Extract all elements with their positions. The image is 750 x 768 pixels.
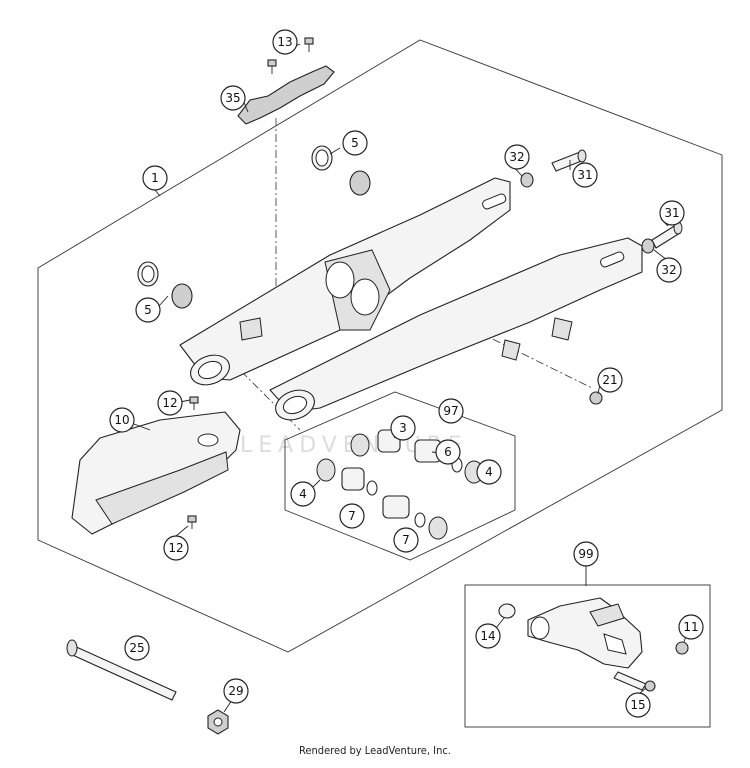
svg-text:4: 4: [299, 487, 307, 501]
callout-13: 13: [272, 29, 298, 55]
chain-slider: [71, 411, 241, 535]
svg-text:35: 35: [225, 91, 240, 105]
bearing-kit-frame: [284, 391, 516, 561]
callout-32-upper: 32: [504, 144, 530, 170]
callout-31-lower: 31: [659, 200, 685, 226]
svg-text:32: 32: [509, 150, 524, 164]
callout-99: 99: [573, 541, 599, 567]
callout-21: 21: [597, 367, 623, 393]
callout-5-lower: 5: [135, 297, 161, 323]
svg-text:10: 10: [114, 413, 129, 427]
pivot-bolt-icon: [66, 639, 177, 701]
axle-bolt-icon: [641, 221, 683, 254]
svg-text:5: 5: [144, 303, 152, 317]
callout-35: 35: [220, 85, 246, 111]
screw-icon: [267, 37, 314, 74]
callout-97: 97: [438, 398, 464, 424]
svg-text:13: 13: [277, 35, 292, 49]
chain-guide-kit-frame: [464, 584, 711, 728]
svg-text:4: 4: [485, 465, 493, 479]
callout-12-upper: 12: [157, 390, 183, 416]
svg-text:7: 7: [348, 509, 356, 523]
bearing-kit-parts: [316, 429, 484, 540]
callout-14: 14: [475, 623, 501, 649]
callout-1: 1: [142, 165, 168, 191]
callout-3: 3: [390, 415, 416, 441]
swingarm: [179, 177, 643, 421]
svg-text:11: 11: [683, 620, 698, 634]
svg-text:12: 12: [162, 396, 177, 410]
callout-7-right: 7: [393, 527, 419, 553]
render-credit: Rendered by LeadVenture, Inc.: [299, 744, 451, 757]
callout-6: 6: [435, 439, 461, 465]
svg-text:15: 15: [630, 698, 645, 712]
plug-icon: [311, 145, 371, 196]
plug-icon: [137, 261, 193, 309]
svg-text:29: 29: [228, 684, 243, 698]
svg-text:25: 25: [129, 641, 144, 655]
callout-5-upper: 5: [342, 130, 368, 156]
svg-text:7: 7: [402, 533, 410, 547]
svg-text:14: 14: [480, 629, 495, 643]
svg-text:6: 6: [444, 445, 452, 459]
callout-4-left: 4: [290, 481, 316, 507]
svg-text:32: 32: [661, 263, 676, 277]
svg-text:12: 12: [168, 541, 183, 555]
svg-text:5: 5: [351, 136, 359, 150]
callout-25: 25: [124, 635, 150, 661]
svg-text:31: 31: [664, 206, 679, 220]
chain-guide: [498, 597, 689, 692]
callout-11: 11: [678, 614, 704, 640]
cable-guide: [237, 65, 335, 125]
callout-10: 10: [109, 407, 135, 433]
callout-29: 29: [223, 678, 249, 704]
callout-7-left: 7: [339, 503, 365, 529]
callout-31-upper: 31: [572, 162, 598, 188]
callout-4-right: 4: [476, 459, 502, 485]
axle-bolt-icon: [520, 149, 587, 188]
svg-text:31: 31: [577, 168, 592, 182]
callout-12-lower: 12: [163, 535, 189, 561]
assembly-frame: [37, 39, 723, 653]
bolt-icon: [589, 391, 603, 405]
svg-text:97: 97: [443, 404, 458, 418]
svg-text:21: 21: [602, 373, 617, 387]
callout-15: 15: [625, 692, 651, 718]
nut-icon: [207, 709, 229, 735]
alignment-line: [449, 317, 593, 389]
svg-text:99: 99: [578, 547, 593, 561]
svg-text:1: 1: [151, 171, 159, 185]
callout-32-lower: 32: [656, 257, 682, 283]
svg-text:3: 3: [399, 421, 407, 435]
